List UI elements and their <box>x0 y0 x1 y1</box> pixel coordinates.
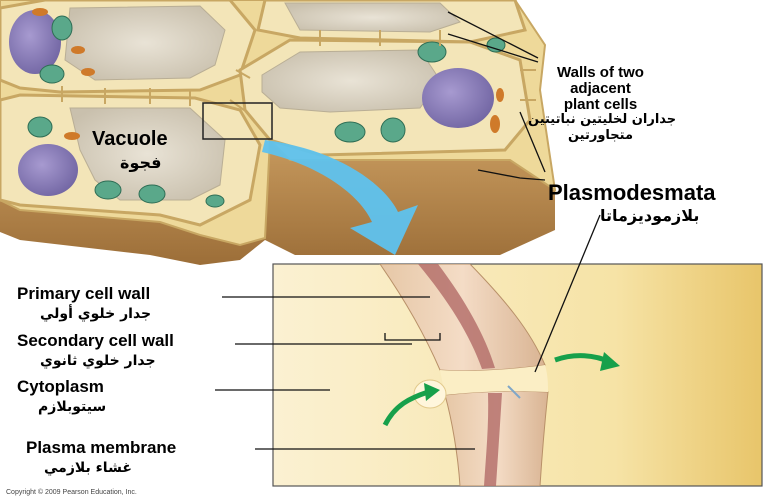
nucleus-middle-right <box>422 68 494 128</box>
chloroplast <box>418 42 446 62</box>
cytoplasm-label-arabic: سيتوبلازم <box>38 399 106 415</box>
vacuole-label-arabic: فجوة <box>120 153 161 172</box>
cytoplasm-label: Cytoplasm <box>17 377 104 397</box>
cell-block <box>0 0 555 265</box>
chloroplast <box>52 16 72 40</box>
mitochondrion <box>71 46 85 54</box>
plasmodesmata-label-arabic: بلازموديزماتا <box>600 206 699 225</box>
chloroplast <box>139 185 165 203</box>
copyright-notice: Copyright © 2009 Pearson Education, Inc. <box>6 489 137 496</box>
vacuole-top-right <box>285 3 460 32</box>
vacuole-middle-right <box>262 50 440 112</box>
chloroplast <box>206 195 224 207</box>
walls-label-line2: adjacent <box>543 80 658 97</box>
plasma-membrane-label: Plasma membrane <box>26 438 176 458</box>
walls-label-arabic-line2: متجاورتين <box>528 128 673 143</box>
plasmodesmata-label: Plasmodesmata <box>548 180 716 206</box>
secondary-wall-label-arabic: جدار خلوي ثانوي <box>40 353 156 369</box>
mitochondrion <box>81 68 95 76</box>
primary-wall-label: Primary cell wall <box>17 284 150 304</box>
mitochondrion <box>64 132 80 140</box>
nucleus-top-left <box>9 10 61 74</box>
chloroplast <box>40 65 64 83</box>
mitochondrion <box>32 8 48 16</box>
secondary-wall-label: Secondary cell wall <box>17 331 174 351</box>
walls-label-line3: plant cells <box>543 96 658 113</box>
walls-label-arabic-line1: جداران لخليتين نباتيتين <box>528 112 673 127</box>
mitochondrion <box>496 88 504 102</box>
plasma-membrane-label-arabic: غشاء بلازمي <box>44 460 132 476</box>
chloroplast <box>95 181 121 199</box>
nucleus-bottom-left <box>18 144 78 196</box>
chloroplast <box>28 117 52 137</box>
vacuole-label: Vacuole <box>92 128 168 151</box>
walls-label-line1: Walls of two <box>543 64 658 81</box>
chloroplast <box>381 118 405 142</box>
chloroplast <box>335 122 365 142</box>
mitochondrion <box>490 115 500 133</box>
primary-wall-label-arabic: جدار خلوي أولي <box>40 306 151 322</box>
